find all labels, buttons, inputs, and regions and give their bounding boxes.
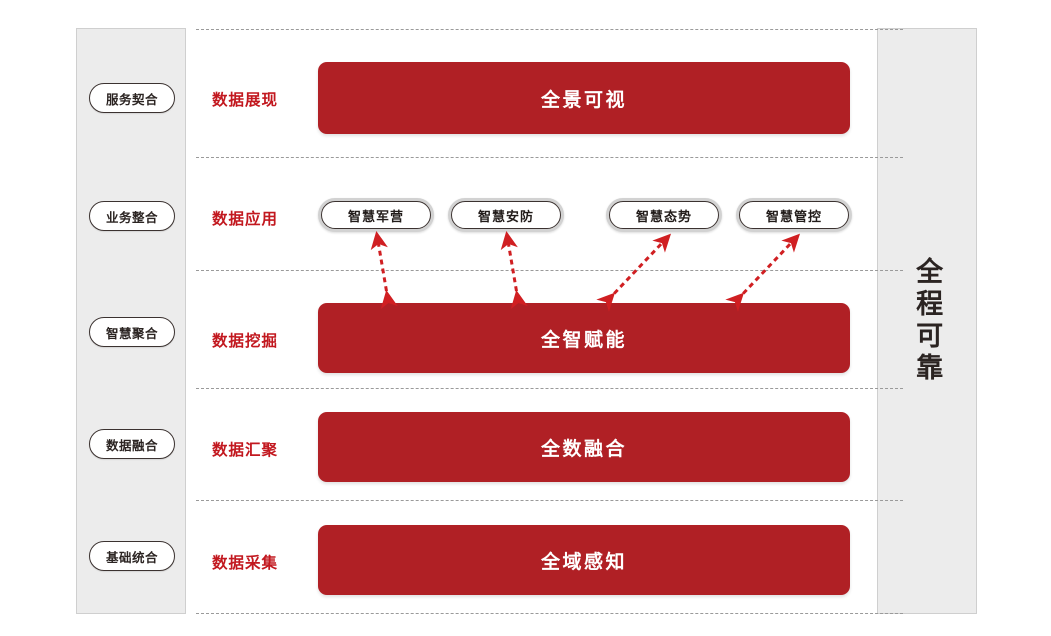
bar-label-full-domain-sensing: 全域感知	[540, 551, 627, 573]
row-label-collection: 数据采集	[212, 555, 279, 572]
reliability-label-wrap: 全程可靠	[878, 29, 976, 613]
row-label-aggregation: 数据汇聚	[212, 442, 279, 459]
bar-full-domain-sensing[interactable]: 全域感知	[318, 525, 850, 595]
capability-stage-panel: 服务契合 业务整合 智慧聚合 数据融合 基础统合	[76, 28, 186, 614]
app-pill-inner-2: 智慧态势	[609, 201, 719, 229]
app-pill-inner-3: 智慧管控	[739, 201, 849, 229]
row-separator-0	[196, 29, 903, 30]
stage-pill-1[interactable]: 业务整合	[89, 201, 175, 231]
row-separator-2	[196, 270, 903, 271]
stage-pill-label-4: 基础统合	[105, 550, 158, 565]
app-pill-label-3: 智慧管控	[765, 208, 822, 224]
app-pill-smart-control[interactable]: 智慧管控	[736, 198, 852, 232]
stage-pill-0[interactable]: 服务契合	[89, 83, 175, 113]
app-pill-inner-1: 智慧安防	[451, 201, 561, 229]
row-separator-4	[196, 500, 903, 501]
app-pill-label-0: 智慧军营	[347, 208, 404, 224]
bar-label-panoramic-visual: 全景可视	[540, 89, 627, 111]
reliability-panel: 全程可靠	[877, 28, 977, 614]
stage-pill-label-1: 业务整合	[105, 210, 158, 225]
row-separator-1	[196, 157, 903, 158]
row-label-presentation: 数据展现	[212, 92, 279, 109]
bar-panoramic-visual[interactable]: 全景可视	[318, 62, 850, 134]
stage-pill-4[interactable]: 基础统合	[89, 541, 175, 571]
row-label-application: 数据应用	[212, 211, 279, 228]
row-separator-5	[196, 613, 903, 614]
app-pill-smart-security[interactable]: 智慧安防	[448, 198, 564, 232]
app-pill-label-2: 智慧态势	[635, 208, 692, 224]
bar-label-intelligent-empowerment: 全智赋能	[540, 329, 627, 351]
row-separator-3	[196, 388, 903, 389]
bar-label-data-fusion: 全数融合	[540, 438, 627, 460]
stage-pill-label-3: 数据融合	[105, 438, 158, 453]
stage-pill-3[interactable]: 数据融合	[89, 429, 175, 459]
app-pill-inner-0: 智慧军营	[321, 201, 431, 229]
bar-intelligent-empowerment[interactable]: 全智赋能	[318, 303, 850, 373]
app-pill-smart-barracks[interactable]: 智慧军营	[318, 198, 434, 232]
app-pill-label-1: 智慧安防	[477, 208, 534, 224]
bar-data-fusion[interactable]: 全数融合	[318, 412, 850, 482]
reliability-label: 全程可靠	[912, 257, 943, 385]
row-label-mining: 数据挖掘	[212, 333, 279, 350]
app-pill-smart-situation[interactable]: 智慧态势	[606, 198, 722, 232]
stage-pill-label-2: 智慧聚合	[105, 326, 158, 341]
stage-pill-2[interactable]: 智慧聚合	[89, 317, 175, 347]
stage-pill-label-0: 服务契合	[105, 92, 158, 107]
